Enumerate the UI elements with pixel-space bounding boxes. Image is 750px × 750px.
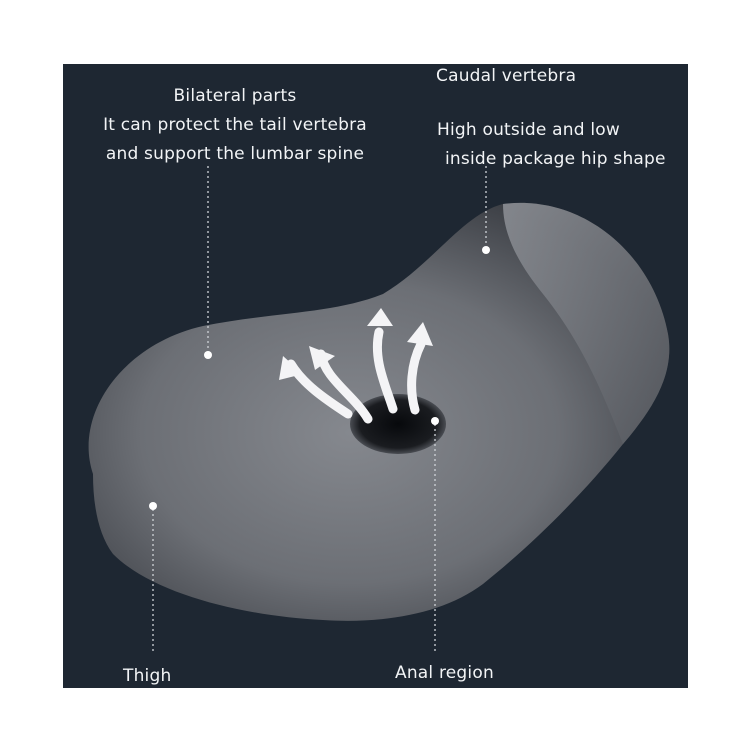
caudal-vertebra-label: Caudal vertebra <box>436 66 577 86</box>
high-outside-label: High outside and low inside package hip … <box>437 116 666 174</box>
bilateral-line-2: It can protect the tail vertebra <box>103 115 367 135</box>
marker-dots <box>149 246 490 510</box>
image-panel: Bilateral parts It can protect the tail … <box>63 64 688 688</box>
cushion-rim <box>503 202 670 444</box>
bilateral-parts-label: Bilateral parts It can protect the tail … <box>85 82 385 169</box>
cushion-illustration <box>88 166 670 654</box>
high-outside-line-2: inside package hip shape <box>445 149 666 169</box>
anal-region-label: Anal region <box>395 663 494 683</box>
high-outside-line-1: High outside and low <box>437 120 620 140</box>
bilateral-line-1: Bilateral parts <box>173 86 297 106</box>
arrow-heads-icon <box>279 308 433 380</box>
leader-lines <box>152 166 487 654</box>
thigh-label: Thigh <box>123 666 172 686</box>
bilateral-line-3: and support the lumbar spine <box>105 144 365 164</box>
center-hole <box>350 394 446 454</box>
